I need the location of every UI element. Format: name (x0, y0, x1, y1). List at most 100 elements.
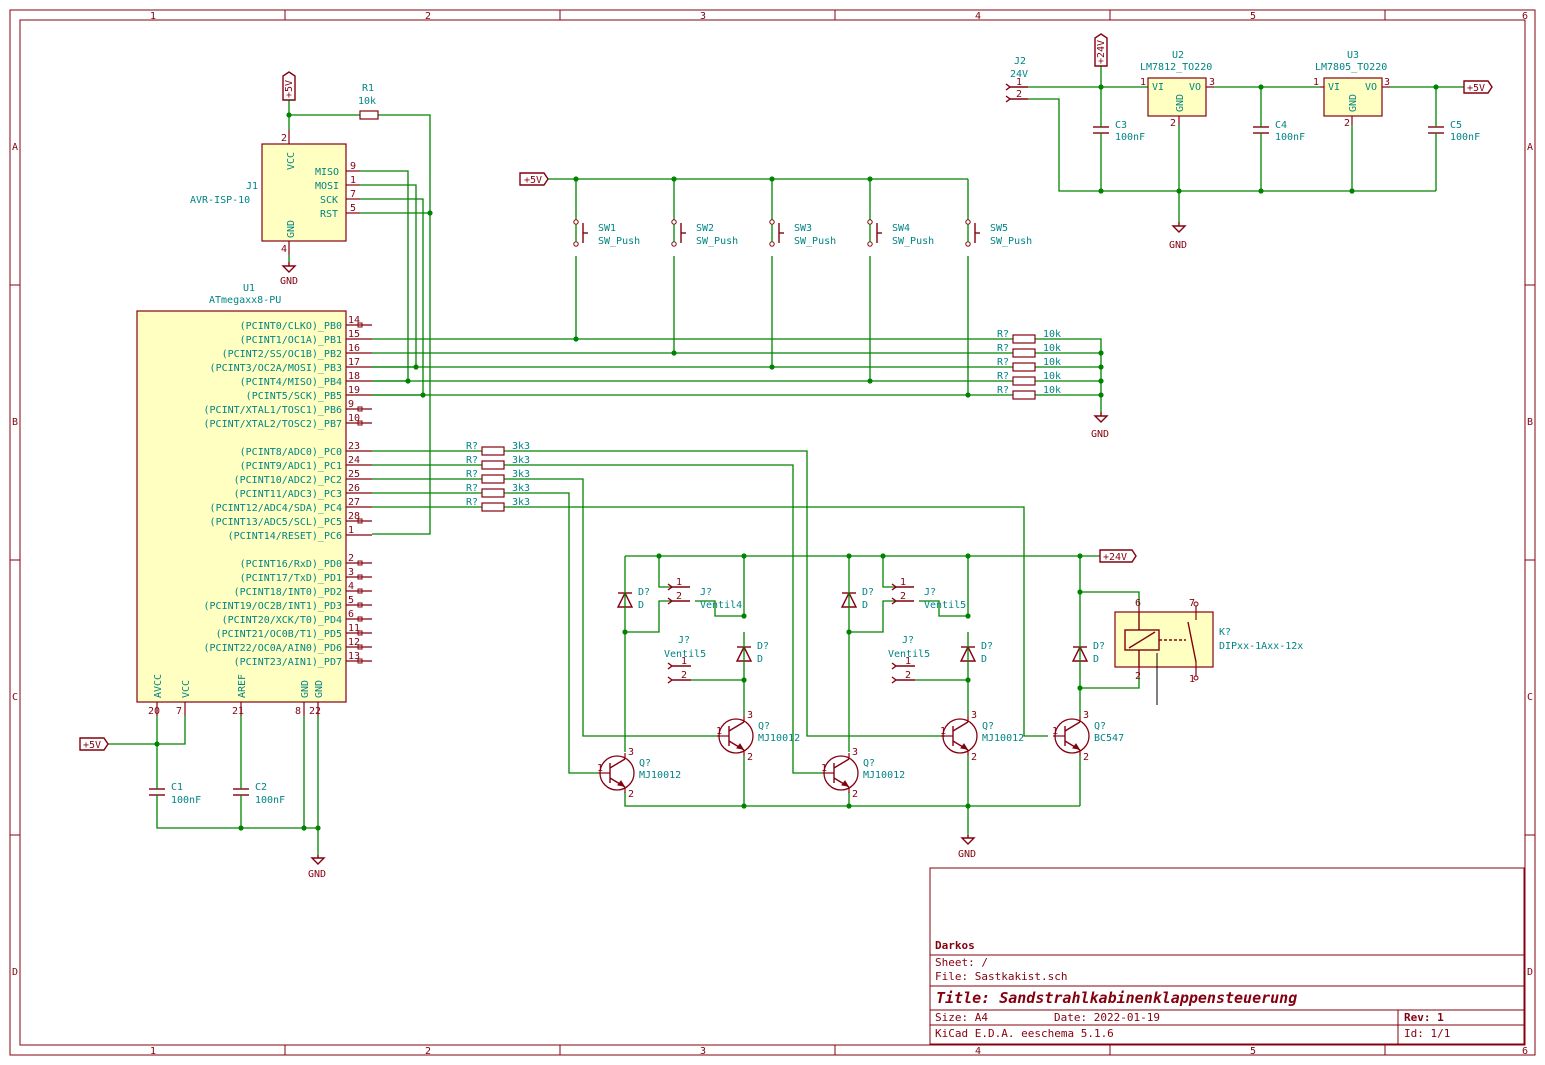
diode-2-ref: D? (757, 641, 769, 652)
j1-pin-miso: MISO (315, 167, 339, 178)
diode-3-value: D (862, 600, 868, 611)
svg-text:3: 3 (1209, 77, 1215, 88)
u1-pin-d7: (PCINT23/AIN1)_PD7 (234, 657, 342, 668)
u1-pin-b7: (PCINT/XTAL2/TOSC2)_PB7 (204, 419, 342, 430)
gnd-mcu-label: GND (308, 869, 326, 880)
capacitor-c5: C5 100nF (1428, 120, 1480, 143)
svg-text:3: 3 (852, 747, 858, 758)
sheet-frame: 1 2 3 4 5 6 1 2 3 4 5 6 A B C D A B C D (9, 9, 1536, 1057)
u1-pin-num-b5: 19 (348, 385, 360, 396)
j-ventil5a-value: Ventil5 (664, 649, 706, 660)
j-ventil5c-value: Ventil5 (888, 649, 930, 660)
resistor-3k3-1-value: 3k3 (512, 441, 530, 452)
u1-pin-c3: (PCINT11/ADC3)_PC3 (234, 489, 342, 500)
tb-rev: Rev: 1 (1404, 1011, 1444, 1024)
j-ventil5b-ref: J? (924, 587, 936, 598)
tb-title: Title: Sandstrahlkabinenklappensteuerung (936, 989, 1297, 1007)
svg-text:3: 3 (1384, 77, 1390, 88)
regulator-u3: VI VO GND 1 3 2 U3 LM7805_TO220 (1313, 50, 1390, 129)
u1-pin-b5: (PCINT5/SCK)_PB5 (246, 391, 342, 402)
junctions (154, 84, 1439, 831)
svg-text:1: 1 (1140, 77, 1146, 88)
frame-col-2-top: 2 (425, 11, 431, 22)
j1-pin-sck: SCK (320, 195, 338, 206)
power-24v-driver-label: +24V (1103, 552, 1127, 563)
diode-2: D?D (735, 641, 769, 665)
j1-ref: J1 (246, 181, 258, 192)
j1-gnd-pin: GND (286, 220, 297, 238)
tb-tool: KiCad E.D.A. eeschema 5.1.6 (935, 1027, 1114, 1040)
connector-ventil5-c: 1 2 J? Ventil5 (888, 635, 930, 684)
u1-pin-num-b7: 10 (348, 413, 360, 424)
u1-pin-b3: (PCINT3/OC2A/MOSI)_PB3 (210, 363, 342, 374)
transistor-q4-value: MJ10012 (982, 733, 1024, 744)
j1-pin-num-miso: 9 (350, 161, 356, 172)
wires (108, 66, 1464, 855)
j2-ref: J2 (1014, 56, 1026, 67)
gnd-regulator: GND (1169, 222, 1187, 251)
capacitor-c4: C4 100nF (1253, 120, 1305, 143)
resistor-3k3-3-value: 3k3 (512, 469, 530, 480)
u3-vi: VI (1328, 82, 1340, 93)
tb-size: Size: A4 (935, 1011, 988, 1024)
frame-col-4-top: 4 (975, 11, 981, 22)
u2-gnd: GND (1175, 94, 1186, 112)
u1-pin-num-b0: 14 (348, 315, 360, 326)
svg-text:2: 2 (1135, 671, 1141, 682)
u1-pin-num-b4: 18 (348, 371, 360, 382)
u1-value: ATmegaxx8-PU (209, 295, 281, 306)
power-5v-avcc-label: +5V (83, 740, 101, 751)
j1-pin-num-rst: 5 (350, 203, 356, 214)
svg-text:1: 1 (1313, 77, 1319, 88)
frame-col-6-top: 6 (1522, 11, 1528, 22)
transistor-q2-ref: Q? (758, 721, 770, 732)
frame-col-3-bottom: 3 (700, 1046, 706, 1057)
c5-value: 100nF (1450, 132, 1480, 143)
j1-pin-mosi: MOSI (315, 181, 339, 192)
u1-pin-b0: (PCINT0/CLKO)_PB0 (240, 321, 342, 332)
power-5v-output: +5V (1463, 80, 1493, 94)
u1-pin-d4: (PCINT20/XCK/T0)_PD4 (222, 615, 342, 626)
svg-text:2: 2 (1083, 752, 1089, 763)
svg-text:3: 3 (971, 710, 977, 721)
u1-pin-c6: (PCINT14/RESET)_PC6 (228, 531, 342, 542)
resistor-10k-3: R?10k (997, 357, 1061, 372)
switch-sw3-value: SW_Push (794, 236, 836, 247)
u1-pin-num-d0: 2 (348, 553, 354, 564)
power-5v-avcc: +5V (79, 737, 109, 751)
u1-pin-d6: (PCINT22/OC0A/AIN0)_PD6 (204, 643, 342, 654)
u1-pin-num-d7: 13 (348, 651, 360, 662)
gnd-isp: GND (280, 262, 298, 287)
svg-text:2: 2 (900, 591, 906, 602)
capacitor-c3: C3 100nF (1093, 120, 1145, 143)
power-5v-isp: +5V (282, 71, 296, 101)
j1-pin-rst: RST (320, 209, 338, 220)
svg-text:2: 2 (971, 752, 977, 763)
u1-bottom-pin-0: AVCC (153, 674, 164, 698)
u1-ref: U1 (243, 283, 255, 294)
u1-bottom-pin-num-3: 8 (295, 706, 301, 717)
power-24v-input-label: +24V (1096, 40, 1107, 64)
u1-pin-num-b1: 15 (348, 329, 360, 340)
frame-col-3-top: 3 (700, 11, 706, 22)
svg-text:3: 3 (628, 747, 634, 758)
c3-ref: C3 (1115, 120, 1127, 131)
power-5v-switch-label: +5V (524, 175, 542, 186)
u1-pin-b6: (PCINT/XTAL1/TOSC1)_PB6 (204, 405, 342, 416)
flyback-diodes: D?DD?DD?DD?DD?D (616, 587, 1105, 665)
resistor-10k-5-value: 10k (1043, 385, 1061, 396)
connector-ventil5-b: 1 2 J? Ventil5 (891, 577, 966, 611)
u1-pin-d2: (PCINT18/INT0)_PD2 (234, 587, 342, 598)
r1-ref: R1 (362, 83, 374, 94)
u3-gnd: GND (1348, 94, 1359, 112)
u2-vi: VI (1152, 82, 1164, 93)
switch-sw2-value: SW_Push (696, 236, 738, 247)
power-5v-switch: +5V (519, 172, 549, 186)
